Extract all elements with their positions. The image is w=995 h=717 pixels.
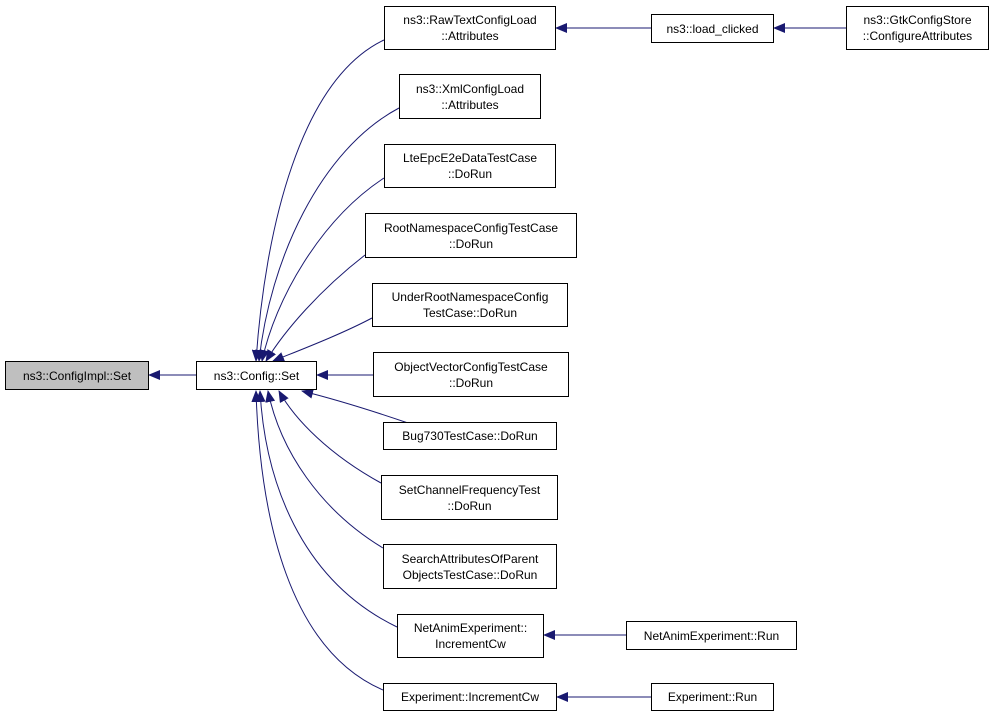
node-rawtext-attributes[interactable]: ns3::RawTextConfigLoad ::Attributes <box>384 6 556 50</box>
edge-lte-to-config-set <box>259 177 385 362</box>
node-objvector-dorun[interactable]: ObjectVectorConfigTestCase ::DoRun <box>373 352 569 397</box>
edge-xml-to-config-set <box>255 107 400 362</box>
node-label-line2: ::DoRun <box>447 498 492 513</box>
edge-searchattr-to-config-set <box>265 390 384 549</box>
node-netanim-incrementcw[interactable]: NetAnimExperiment:: IncrementCw <box>397 614 544 658</box>
node-xml-attributes[interactable]: ns3::XmlConfigLoad ::Attributes <box>399 74 541 119</box>
node-bug730-dorun[interactable]: Bug730TestCase::DoRun <box>383 422 557 450</box>
node-experiment-incrementcw[interactable]: Experiment::IncrementCw <box>383 683 557 711</box>
node-label-line2: ::DoRun <box>447 167 493 181</box>
edge-underroot-to-config-set <box>272 317 373 362</box>
node-label-line1: ns3::XmlConfigLoad <box>415 81 525 96</box>
node-label-line1: SearchAttributesOfParent <box>401 551 539 566</box>
node-searchattr-dorun[interactable]: SearchAttributesOfParent ObjectsTestCase… <box>383 544 557 589</box>
node-label: NetAnimExperiment::Run <box>643 628 780 643</box>
edge-setchannel-to-config-set <box>278 390 382 484</box>
node-label: ns3::load_clicked <box>666 21 759 36</box>
node-label-line2: ::DoRun <box>448 236 494 251</box>
node-experiment-run[interactable]: Experiment::Run <box>651 683 774 711</box>
node-label-line1: LteEpcE2eDataTestCase <box>402 151 538 165</box>
edge-experiment-to-config-set <box>251 390 384 691</box>
node-configimpl-set: ns3::ConfigImpl::Set <box>5 361 149 390</box>
node-label: Bug730TestCase::DoRun <box>402 429 538 443</box>
node-label: Experiment::Run <box>667 690 758 704</box>
node-config-set[interactable]: ns3::Config::Set <box>196 361 317 390</box>
node-label-line2: ::DoRun <box>448 375 494 390</box>
node-label: Experiment::IncrementCw <box>400 690 540 704</box>
edge-netanim-to-config-set <box>255 390 398 628</box>
node-label-line2: ObjectsTestCase::DoRun <box>402 567 538 582</box>
edge-rootns-to-config-set <box>265 254 366 362</box>
node-label-line1: ns3::RawTextConfigLoad <box>403 13 537 27</box>
node-label-line1: RootNamespaceConfigTestCase <box>383 220 559 235</box>
node-label-line1: ObjectVectorConfigTestCase <box>394 359 548 374</box>
edge-rawtext-to-config-set <box>251 39 385 362</box>
node-netanim-run[interactable]: NetAnimExperiment::Run <box>626 621 797 650</box>
node-label-line2: ::Attributes <box>441 29 499 43</box>
node-label-line1: UnderRootNamespaceConfig <box>391 290 549 304</box>
node-label-line2: ::ConfigureAttributes <box>862 29 973 43</box>
node-lte-dorun[interactable]: LteEpcE2eDataTestCase ::DoRun <box>384 144 556 188</box>
node-label-line1: NetAnimExperiment:: <box>413 621 528 635</box>
node-label-line2: TestCase::DoRun <box>422 306 518 320</box>
node-underroot-dorun[interactable]: UnderRootNamespaceConfig TestCase::DoRun <box>372 283 568 327</box>
node-label-line1: ns3::GtkConfigStore <box>863 13 972 27</box>
node-rootns-dorun[interactable]: RootNamespaceConfigTestCase ::DoRun <box>365 213 577 258</box>
node-label-line2: ::Attributes <box>441 97 499 112</box>
node-setchannel-dorun[interactable]: SetChannelFrequencyTest ::DoRun <box>381 475 558 520</box>
node-gtk-configure-attributes[interactable]: ns3::GtkConfigStore ::ConfigureAttribute… <box>846 6 989 50</box>
node-label: ns3::Config::Set <box>213 368 300 383</box>
node-load-clicked[interactable]: ns3::load_clicked <box>651 14 774 43</box>
node-label: ns3::ConfigImpl::Set <box>22 368 132 383</box>
edge-bug730-to-config-set <box>301 388 409 424</box>
node-label-line2: IncrementCw <box>435 637 506 651</box>
node-label-line1: SetChannelFrequencyTest <box>398 482 541 497</box>
